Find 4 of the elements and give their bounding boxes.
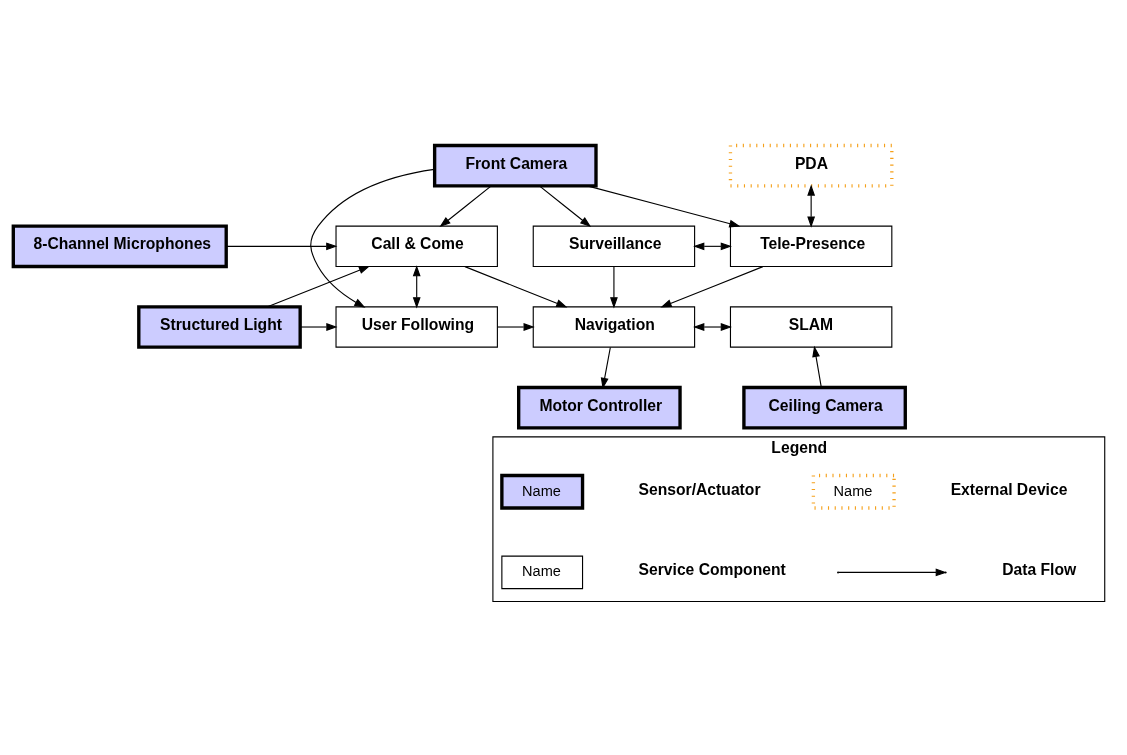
- legend-label: Sensor/Actuator: [638, 480, 761, 498]
- legend-label: External Device: [950, 480, 1068, 498]
- legend-label: Service Component: [638, 560, 786, 578]
- legend-label: Data Flow: [1002, 560, 1077, 578]
